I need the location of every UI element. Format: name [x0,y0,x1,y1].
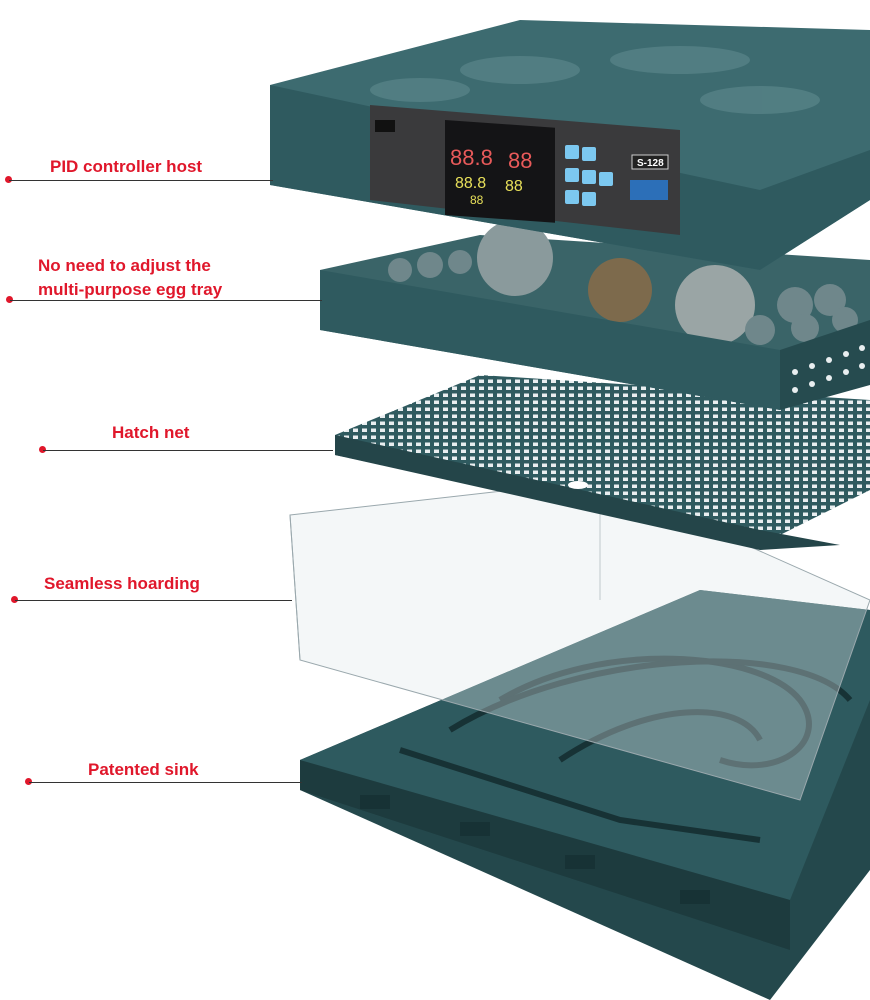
minus-button[interactable] [582,170,596,184]
callout-line [29,782,302,783]
callout-line [15,600,292,601]
label-hatch-net: Hatch net [112,423,190,442]
label-seamless-hoarding: Seamless hoarding [44,574,200,593]
control-buttons [565,145,613,206]
button[interactable] [565,168,579,182]
callout-line [9,180,273,181]
button[interactable] [565,145,579,159]
label-pid-controller-host: PID controller host [50,157,203,176]
eggs [388,220,858,345]
display-mid-left: 88.8 [455,175,486,192]
label-egg-tray-line2: multi-purpose egg tray [38,280,223,299]
control-panel: 88.8 88 88.8 88 88 S-128 [370,105,680,235]
patented-sink [300,590,870,1000]
hatch-net [335,375,870,550]
plus-button[interactable] [582,147,596,161]
callout-dot [5,176,12,183]
callout-dot [6,296,13,303]
callout-dot [39,446,46,453]
egg-tray [320,220,870,410]
callout-dot [11,596,18,603]
button[interactable] [565,190,579,204]
callout-dot [25,778,32,785]
display-bottom: 88 [470,193,484,207]
model-label: S-128 [637,158,664,169]
button[interactable] [582,192,596,206]
power-socket [375,120,395,132]
display-mid-right: 88 [505,178,523,195]
callout-line [43,450,333,451]
callout-line [10,300,322,301]
controller-host-lid: 88.8 88 88.8 88 88 S-128 [270,20,870,270]
display-top-right: 88 [508,148,532,173]
label-egg-tray-line1: No need to adjust the [38,256,211,275]
label-patented-sink: Patented sink [88,760,199,779]
button[interactable] [599,172,613,186]
display-top-left: 88.8 [450,145,493,170]
